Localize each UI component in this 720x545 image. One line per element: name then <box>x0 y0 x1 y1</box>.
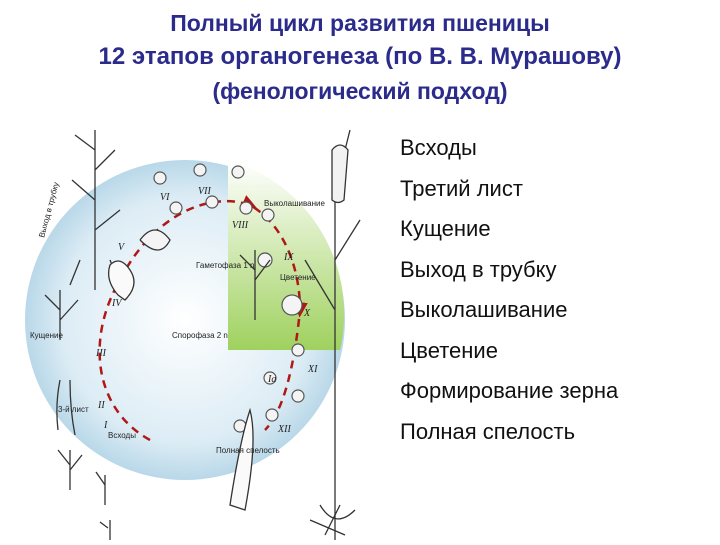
label-gametofaza: Гаметофаза 1 n <box>196 261 254 270</box>
numeral-XI: XI <box>307 364 318 375</box>
numeral-VII: VII <box>198 186 211 197</box>
numeral-VIII: VIII <box>232 220 249 231</box>
stage-item: Цветение <box>400 337 498 363</box>
stage-item: Выход в трубку <box>400 256 557 282</box>
numeral-Ia: Ia <box>267 374 276 385</box>
label-spelost: Полная спелость <box>216 446 280 455</box>
numeral-IX: IX <box>283 252 294 263</box>
numeral-X: X <box>303 308 311 319</box>
numeral-XII: XII <box>277 424 291 435</box>
stage-list: Всходы Третий лист Кущение Выход в трубк… <box>400 128 618 452</box>
stage-item: Всходы <box>400 135 477 160</box>
stage-item: Полная спелость <box>400 418 576 444</box>
label-vshody: Всходы <box>108 431 136 440</box>
wheat-cycle-diagram: I II III IV V VI VII VIII IX X XI XII Ia… <box>0 110 400 540</box>
label-tretiy: 3-й лист <box>58 405 89 414</box>
title-line-1: Полный цикл развития пшеницы <box>170 10 550 36</box>
numeral-VI: VI <box>160 192 170 203</box>
stage-labels: Выход в трубку Кущение 3-й лист Всходы П… <box>30 181 325 455</box>
numeral-V: V <box>118 242 126 253</box>
label-sporofaza: Спорофаза 2 n <box>172 331 228 340</box>
stage-disks <box>153 163 305 433</box>
stage-numerals: I II III IV V VI VII VIII IX X XI XII Ia <box>95 186 318 435</box>
stage-item: Выколашивание <box>400 297 568 322</box>
stage-item: Третий лист <box>400 175 523 201</box>
numeral-II: II <box>97 400 105 411</box>
cycle-illustration: I II III IV V VI VII VIII IX X XI XII Ia… <box>25 129 361 540</box>
slide-title: Полный цикл развития пшеницы 12 этапов о… <box>0 0 720 108</box>
label-cvetenie: Цветение <box>280 273 316 282</box>
label-vykol: Выколашивание <box>264 199 325 208</box>
numeral-III: III <box>95 348 107 359</box>
wheat-sketches <box>44 129 361 540</box>
stage-item: Кущение <box>400 216 491 241</box>
stage-item: Формирование зерна <box>400 378 619 403</box>
label-kushenie: Кущение <box>30 331 63 340</box>
title-line-3: (фенологический подход) <box>212 78 508 104</box>
title-line-2: 12 этапов органогенеза (по В. В. Мурашов… <box>98 43 622 70</box>
numeral-I: I <box>103 420 108 431</box>
numeral-IV: IV <box>111 298 123 309</box>
